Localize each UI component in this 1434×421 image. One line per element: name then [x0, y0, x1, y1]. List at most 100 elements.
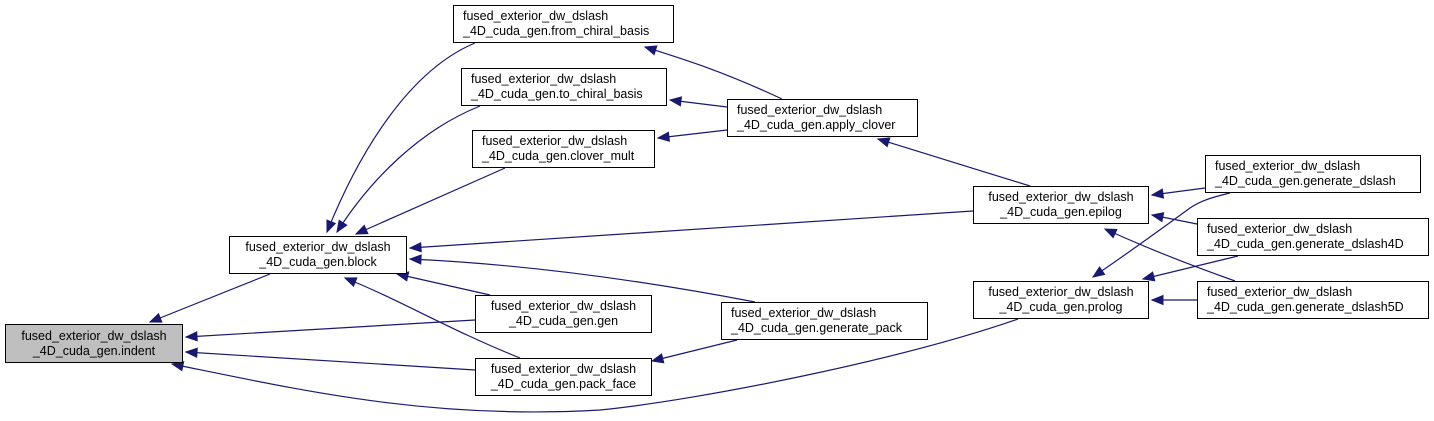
node-apply-clover[interactable]: fused_exterior_dw_dslash_4D_cuda_gen.app…	[727, 99, 918, 137]
edge-line	[149, 273, 271, 323]
edge-line	[1142, 255, 1239, 280]
arrowhead-icon	[668, 96, 683, 107]
arrowhead-icon	[408, 242, 422, 253]
edge-line	[171, 318, 1019, 413]
node-label-line1: fused_exterior_dw_dslash	[1207, 222, 1353, 236]
edge-line	[185, 319, 476, 338]
node-prolog[interactable]: fused_exterior_dw_dslash_4D_cuda_gen.pro…	[973, 281, 1149, 319]
node-label-line1: fused_exterior_dw_dslash	[1207, 285, 1353, 299]
edge-epilog-to-apply_clover	[876, 137, 1031, 187]
edge-apply_clover-to-from_chiral_basis	[643, 45, 783, 100]
node-gen[interactable]: fused_exterior_dw_dslash_4D_cuda_gen.gen	[475, 295, 652, 333]
node-label-line1: fused_exterior_dw_dslash	[1215, 159, 1361, 173]
arrowhead-icon	[1150, 212, 1165, 223]
node-label-line2: _4D_cuda_gen.apply_clover	[737, 118, 896, 132]
node-label-line2: _4D_cuda_gen.generate_pack	[731, 321, 902, 335]
edge-generate_dslash4D-to-prolog	[1141, 255, 1239, 282]
arrowhead-icon	[148, 312, 163, 323]
edge-generate_pack-to-block	[408, 254, 756, 303]
node-label-line2: _4D_cuda_gen.gen	[508, 314, 619, 328]
edge-line	[409, 258, 756, 303]
node-label-line2: _4D_cuda_gen.clover_mult	[482, 149, 635, 163]
arrowhead-icon	[326, 219, 337, 234]
node-label-line2: _4D_cuda_gen.prolog	[999, 300, 1123, 314]
edge-pack_face-to-block	[343, 277, 521, 359]
arrowhead-icon	[343, 277, 358, 288]
edge-pack_face-to-indent	[184, 347, 476, 371]
arrowhead-icon	[184, 347, 198, 358]
node-label-line1: fused_exterior_dw_dslash	[21, 328, 167, 343]
edge-generate_dslash5D-to-prolog	[1150, 294, 1197, 306]
node-label-line1: fused_exterior_dw_dslash	[471, 72, 617, 86]
edge-clover_mult-to-block	[354, 167, 506, 235]
edge-generate_dslash5D-to-epilog	[1103, 228, 1236, 282]
arrowhead-icon	[876, 137, 891, 148]
node-label-line1: fused_exterior_dw_dslash	[463, 9, 609, 23]
edge-apply_clover-to-to_chiral_basis	[668, 96, 728, 108]
node-clover-mult[interactable]: fused_exterior_dw_dslash_4D_cuda_gen.clo…	[472, 130, 655, 168]
node-label-line2: _4D_cuda_gen.from_chiral_basis	[463, 24, 650, 38]
node-generate-pack[interactable]: fused_exterior_dw_dslash_4D_cuda_gen.gen…	[721, 302, 928, 340]
edge-line	[409, 210, 974, 249]
edge-gen-to-indent	[184, 319, 476, 342]
arrowhead-icon	[1103, 228, 1118, 239]
edge-line	[185, 351, 476, 371]
node-label-line1: fused_exterior_dw_dslash	[490, 299, 637, 313]
edge-generate_dslash-to-epilog	[1150, 187, 1206, 199]
arrowhead-icon	[1150, 188, 1165, 199]
arrowhead-icon	[184, 331, 198, 342]
node-label-line2: _4D_cuda_gen.block	[259, 255, 377, 269]
edge-generate_pack-to-pack_face	[650, 339, 738, 364]
edge-line	[644, 46, 783, 100]
node-label-line1: fused_exterior_dw_dslash	[490, 362, 637, 376]
edge-line	[336, 105, 481, 233]
node-label-line2: _4D_cuda_gen.generate_dslash5D	[1207, 300, 1404, 314]
node-label-line1: fused_exterior_dw_dslash	[731, 306, 877, 320]
node-label-line1: fused_exterior_dw_dslash	[245, 240, 391, 254]
node-from-chiral-basis[interactable]: fused_exterior_dw_dslash_4D_cuda_gen.fro…	[453, 5, 674, 43]
edge-to_chiral_basis-to-block	[336, 105, 481, 234]
edge-line	[877, 138, 1031, 187]
edge-line	[355, 167, 506, 235]
node-label-line2: _4D_cuda_gen.epilog	[1000, 205, 1122, 219]
node-label-line1: fused_exterior_dw_dslash	[988, 190, 1134, 204]
node-label-line1: fused_exterior_dw_dslash	[988, 285, 1134, 299]
node-generate-dslash5D[interactable]: fused_exterior_dw_dslash_4D_cuda_gen.gen…	[1197, 281, 1429, 319]
node-to-chiral-basis[interactable]: fused_exterior_dw_dslash_4D_cuda_gen.to_…	[461, 68, 667, 106]
edge-from_chiral_basis-to-block	[326, 42, 476, 234]
edge-generate_dslash-to-prolog	[1091, 192, 1231, 278]
node-label-line2: _4D_cuda_gen.generate_dslash	[1215, 174, 1396, 188]
arrowhead-icon	[408, 254, 422, 265]
edge-line	[326, 42, 476, 233]
node-label-line2: _4D_cuda_gen.indent	[32, 343, 156, 358]
node-pack-face[interactable]: fused_exterior_dw_dslash_4D_cuda_gen.pac…	[475, 358, 652, 396]
node-indent: fused_exterior_dw_dslash_4D_cuda_gen.ind…	[5, 324, 183, 363]
edge-generate_dslash4D-to-epilog	[1150, 212, 1198, 225]
edge-apply_clover-to-clover_mult	[656, 129, 728, 142]
node-label-line1: fused_exterior_dw_dslash	[737, 103, 883, 117]
arrowhead-icon	[1150, 294, 1164, 306]
node-epilog[interactable]: fused_exterior_dw_dslash_4D_cuda_gen.epi…	[973, 186, 1149, 224]
edge-line	[657, 129, 728, 139]
node-generate-dslash[interactable]: fused_exterior_dw_dslash_4D_cuda_gen.gen…	[1205, 155, 1421, 193]
arrowhead-icon	[650, 353, 665, 364]
arrowhead-icon	[354, 224, 369, 235]
edge-gen-to-block	[395, 271, 491, 296]
arrowhead-icon	[656, 131, 671, 142]
edge-block-to-indent	[148, 273, 271, 323]
node-label-line2: _4D_cuda_gen.generate_dslash4D	[1207, 237, 1404, 251]
node-label-line2: _4D_cuda_gen.to_chiral_basis	[471, 87, 643, 101]
edge-line	[396, 273, 491, 296]
edge-line	[651, 339, 738, 362]
edge-epilog-to-block	[408, 210, 974, 253]
node-label-line1: fused_exterior_dw_dslash	[482, 134, 628, 148]
node-label-line2: _4D_cuda_gen.pack_face	[490, 377, 637, 391]
arrowhead-icon	[1141, 271, 1156, 282]
arrowhead-icon	[336, 219, 348, 234]
node-block[interactable]: fused_exterior_dw_dslash_4D_cuda_gen.blo…	[229, 236, 407, 274]
arrowhead-icon	[1091, 266, 1106, 278]
node-generate-dslash4D[interactable]: fused_exterior_dw_dslash_4D_cuda_gen.gen…	[1197, 218, 1429, 256]
arrowhead-icon	[643, 45, 658, 56]
edge-line	[1104, 228, 1236, 282]
